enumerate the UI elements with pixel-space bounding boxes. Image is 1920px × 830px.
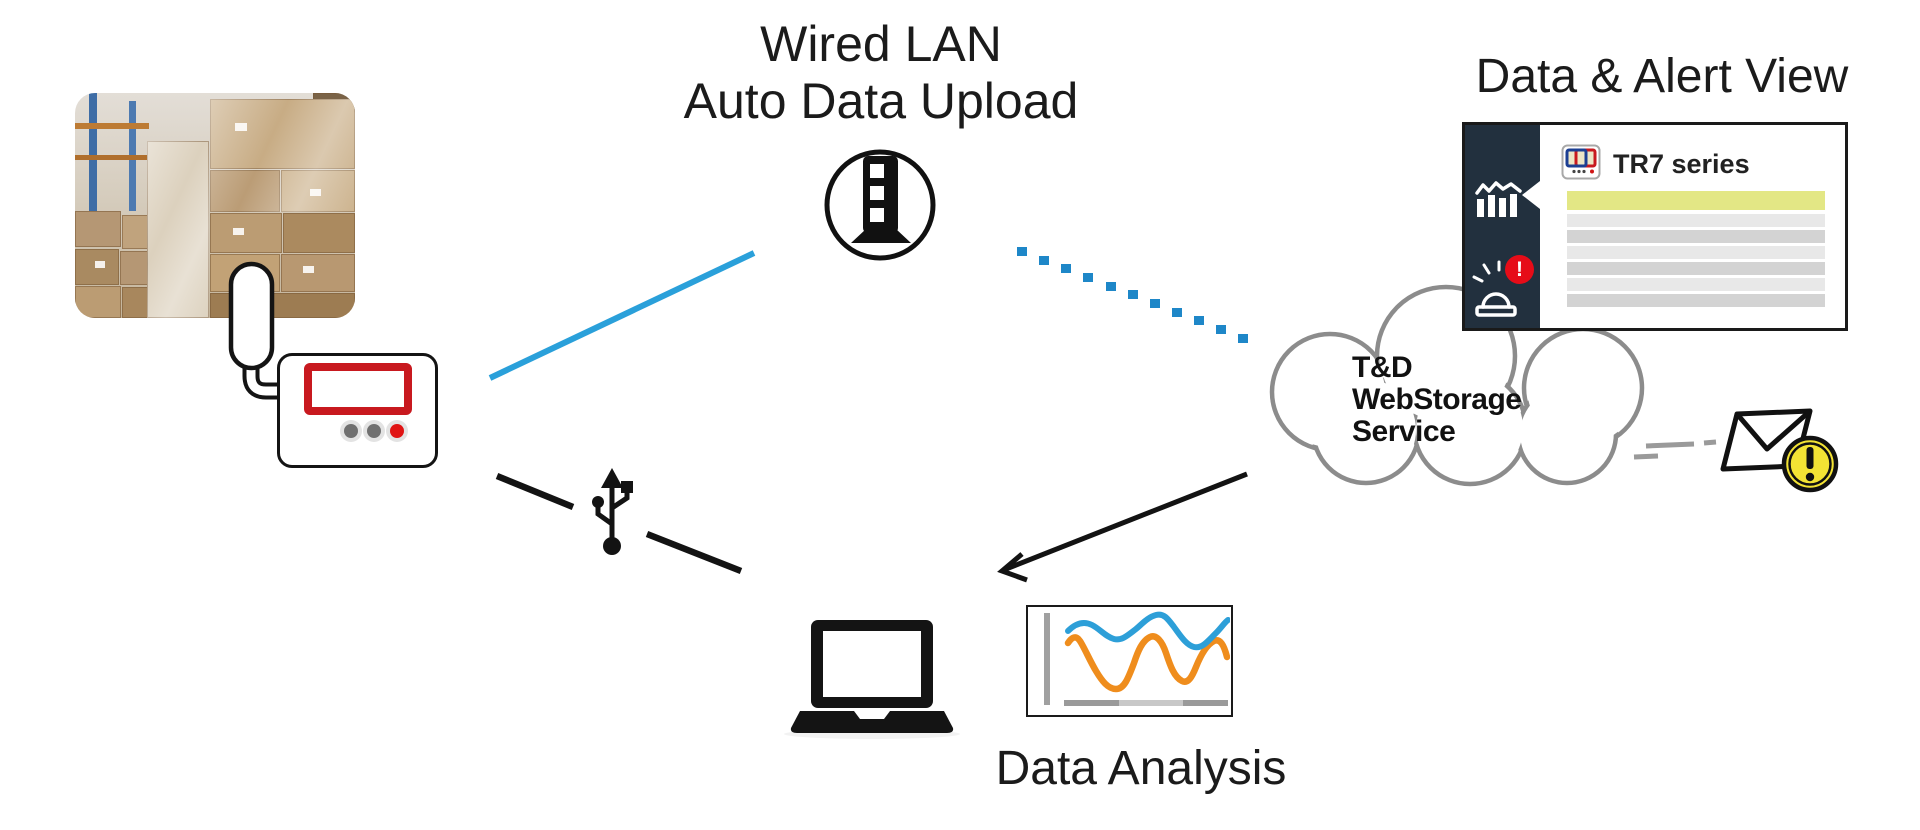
wired-lan-title-line1: Wired LAN bbox=[760, 16, 1002, 72]
usb-link-line bbox=[495, 472, 743, 575]
box-label bbox=[95, 261, 105, 268]
rack-beam bbox=[75, 123, 149, 129]
box-label bbox=[235, 123, 247, 131]
table-row bbox=[1567, 294, 1825, 307]
table-row bbox=[1567, 262, 1825, 275]
cardboard-box bbox=[283, 213, 355, 253]
wired-lan-title: Wired LAN Auto Data Upload bbox=[600, 16, 1162, 130]
cloud-service-label: T&D WebStorage Service bbox=[1352, 351, 1522, 448]
cardboard-box bbox=[210, 99, 355, 169]
data-logger-device bbox=[277, 353, 438, 468]
tr7-device-icon bbox=[1561, 144, 1601, 180]
usb-icon bbox=[592, 468, 633, 555]
cardboard-box bbox=[281, 254, 355, 292]
tr7-series-label: TR7 series bbox=[1613, 149, 1750, 179]
probe-cable bbox=[242, 350, 282, 400]
table-row bbox=[1567, 246, 1825, 259]
selected-item-notch bbox=[1522, 181, 1540, 209]
cardboard-box bbox=[75, 211, 121, 247]
bar-chart-icon bbox=[1475, 181, 1522, 217]
wired-lan-link-line bbox=[488, 250, 756, 381]
lan-hub-icon bbox=[824, 149, 936, 261]
cloud-label-line3: Service bbox=[1352, 415, 1456, 448]
cardboard-box bbox=[210, 213, 282, 253]
mail-motion-dashes bbox=[1633, 439, 1717, 460]
alert-badge: ! bbox=[1505, 255, 1534, 284]
laptop-icon bbox=[784, 620, 960, 739]
logger-button bbox=[340, 420, 362, 442]
data-analysis-label: Data Analysis bbox=[995, 742, 1287, 795]
rack-beam bbox=[75, 155, 149, 160]
wrapped-stack bbox=[147, 141, 209, 318]
warehouse-photo bbox=[75, 93, 355, 318]
cardboard-box bbox=[210, 170, 280, 212]
cloud-upload-dotted-line bbox=[1017, 247, 1248, 343]
download-arrow bbox=[997, 471, 1248, 583]
rack-post bbox=[89, 93, 97, 215]
box-label bbox=[310, 189, 321, 196]
sensor-probe bbox=[228, 261, 275, 371]
alarm-icon bbox=[1472, 260, 1517, 317]
analysis-chart-icon bbox=[1026, 605, 1233, 717]
wired-lan-title-line2: Auto Data Upload bbox=[683, 73, 1079, 129]
data-alert-view-title: Data & Alert View bbox=[1475, 50, 1849, 103]
mail-warning-badge bbox=[1781, 435, 1839, 493]
cloud-label-line1: T&D bbox=[1352, 351, 1413, 384]
analysis-chart-waves bbox=[1044, 611, 1230, 706]
logger-button bbox=[363, 420, 385, 442]
data-alert-panel: ! TR7 series bbox=[1462, 122, 1848, 331]
plastic-wrap bbox=[147, 141, 209, 318]
table-row bbox=[1567, 214, 1825, 227]
table-row-highlight bbox=[1567, 191, 1825, 210]
box-label bbox=[233, 228, 244, 235]
panel-sidebar: ! bbox=[1465, 125, 1540, 328]
logger-display bbox=[304, 363, 412, 415]
table-row bbox=[1567, 230, 1825, 243]
cloud-label-line2: WebStorage bbox=[1352, 383, 1522, 416]
box-label bbox=[303, 266, 314, 273]
logger-button bbox=[386, 420, 408, 442]
cardboard-box bbox=[75, 286, 121, 318]
table-row bbox=[1567, 278, 1825, 291]
plastic-wrap bbox=[210, 99, 355, 212]
cloud-shape bbox=[1269, 284, 1645, 487]
